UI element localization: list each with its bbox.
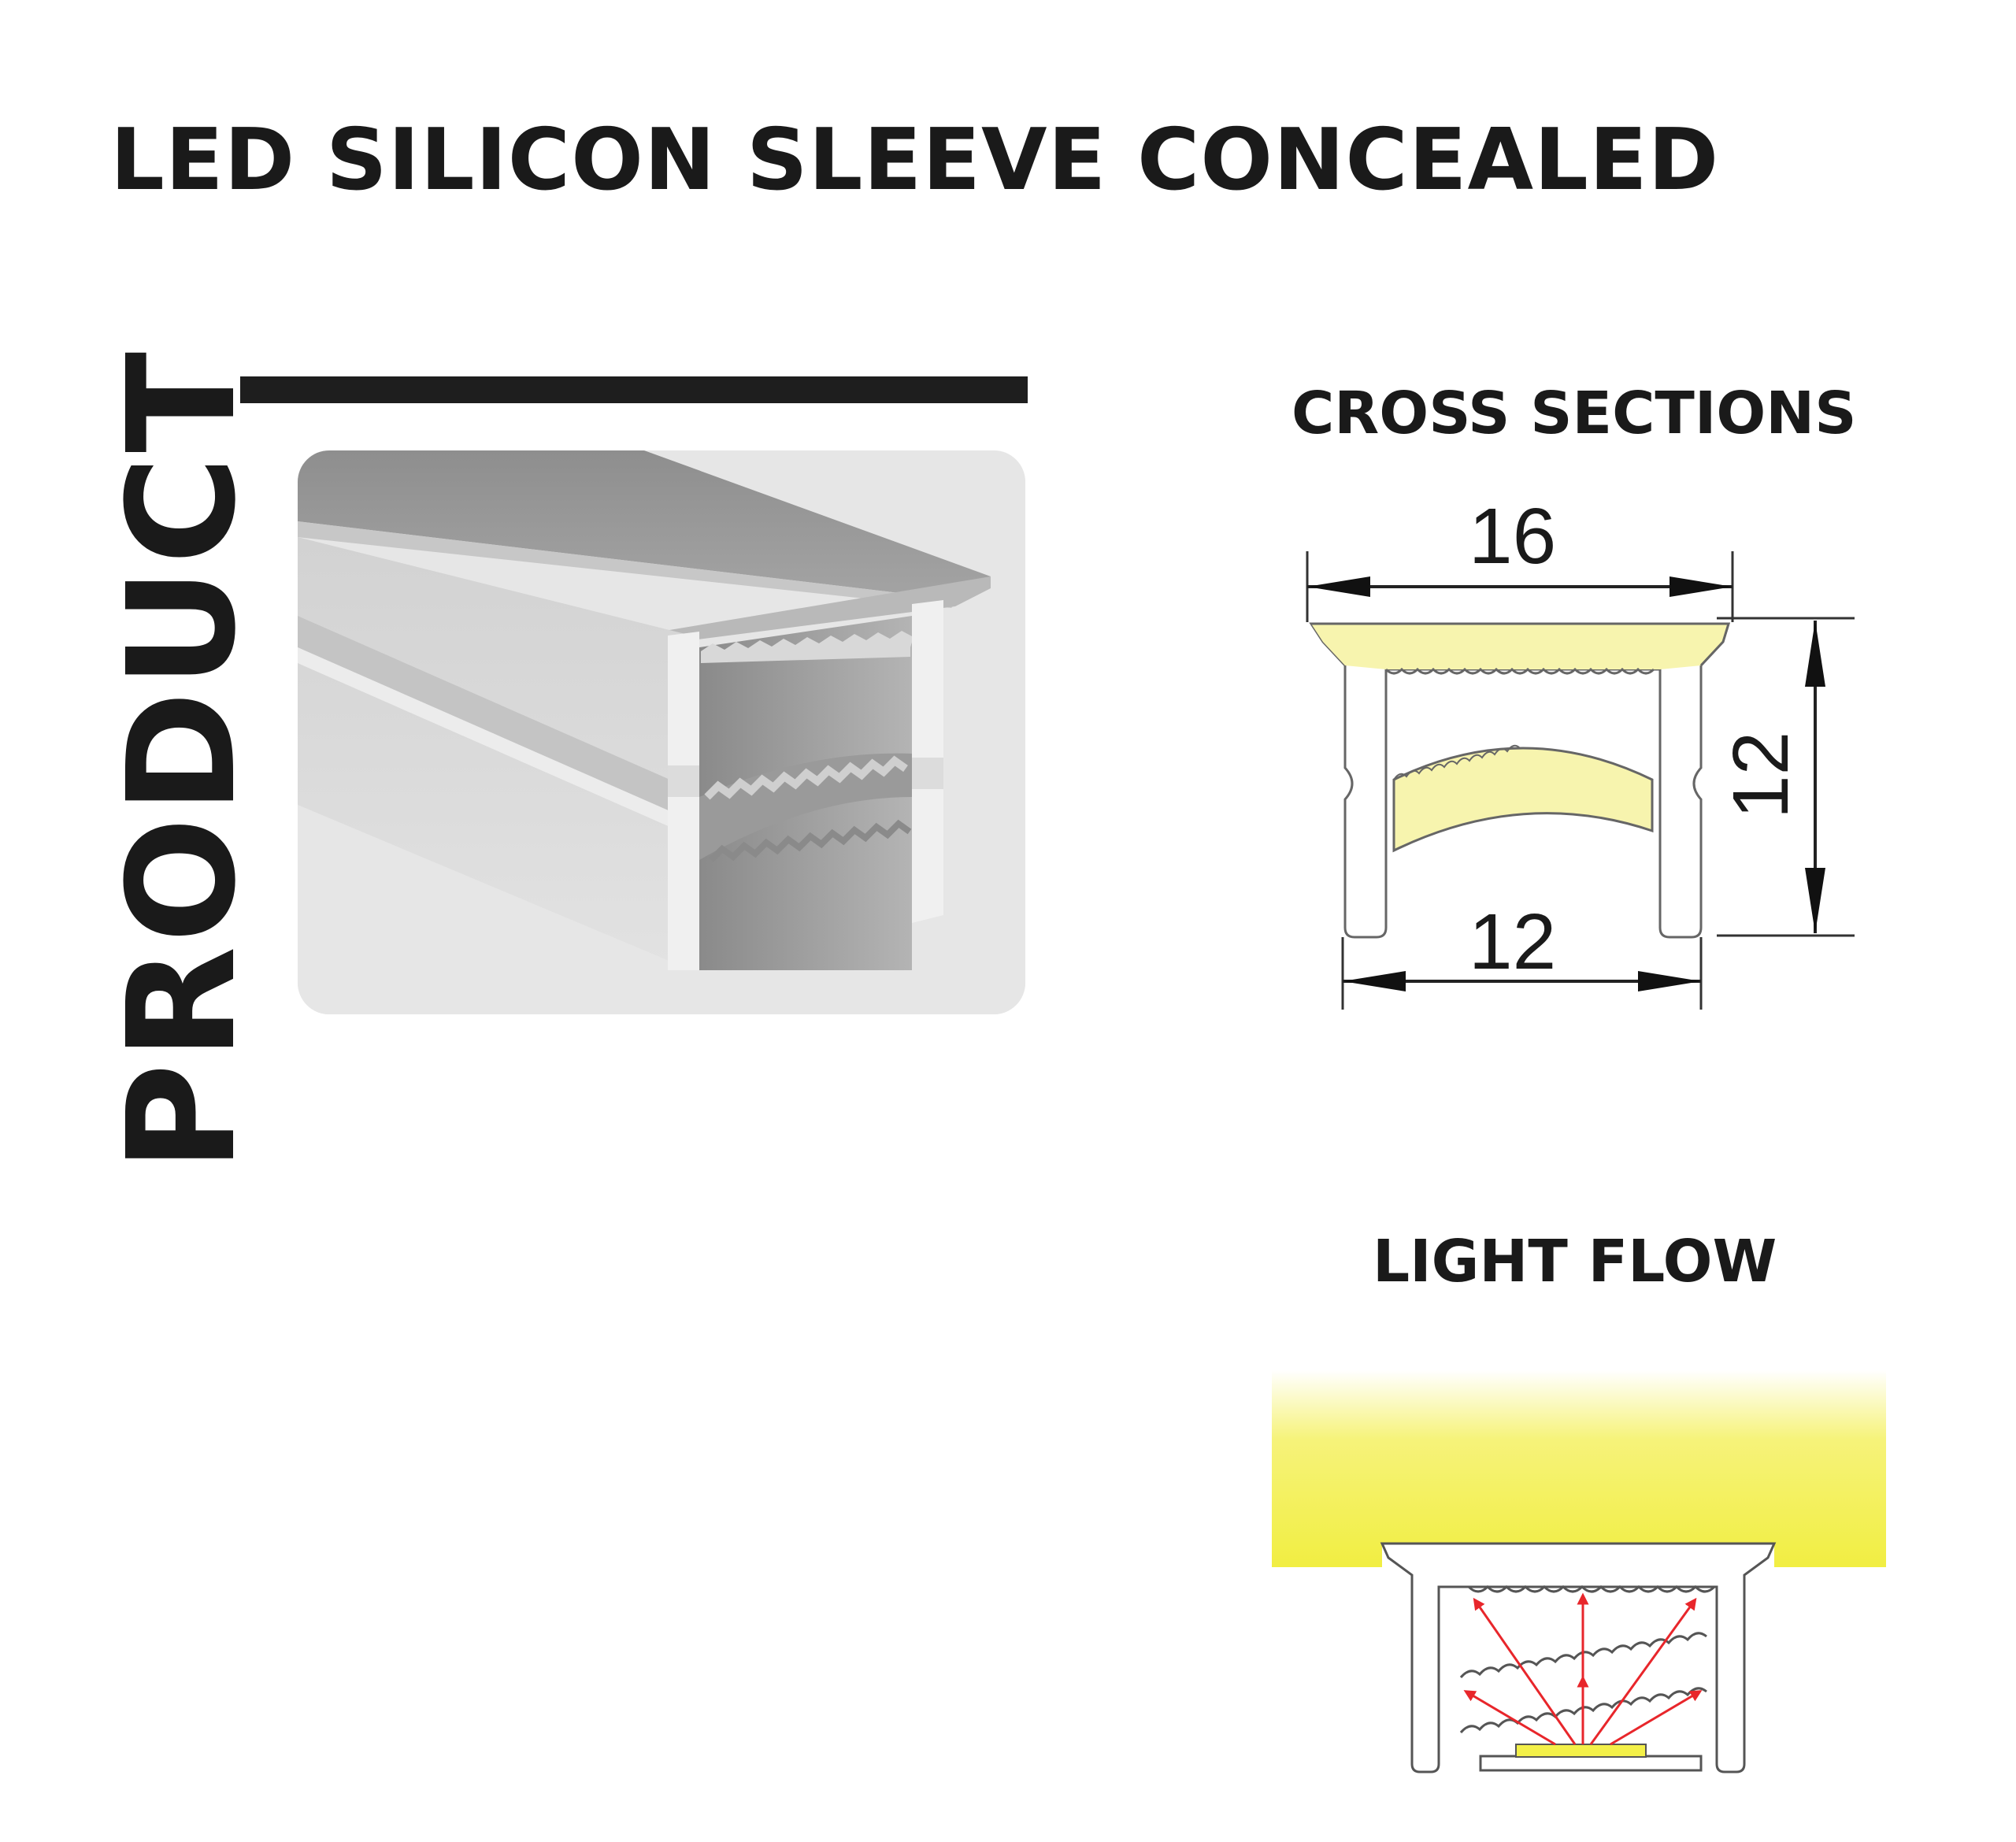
product-render-image [298, 450, 1025, 1014]
product-image-card [298, 450, 1025, 1014]
dim-bottom-width: 12 [1469, 898, 1556, 986]
cross-sections-heading: CROSS SECTIONS [1292, 380, 1857, 447]
dim-top-width: 16 [1469, 492, 1556, 580]
header-rule [240, 376, 1028, 403]
dim-height: 12 [1717, 732, 1805, 819]
document-title: LED SILICON SLEEVE CONCEALED [110, 111, 1720, 209]
light-flow-heading: LIGHT FLOW [1373, 1228, 1777, 1295]
product-side-label: PRODUCT [96, 348, 269, 1172]
cross-section-diagram: 16 12 12 [1306, 492, 1855, 1010]
light-flow-diagram [1272, 1370, 1886, 1773]
